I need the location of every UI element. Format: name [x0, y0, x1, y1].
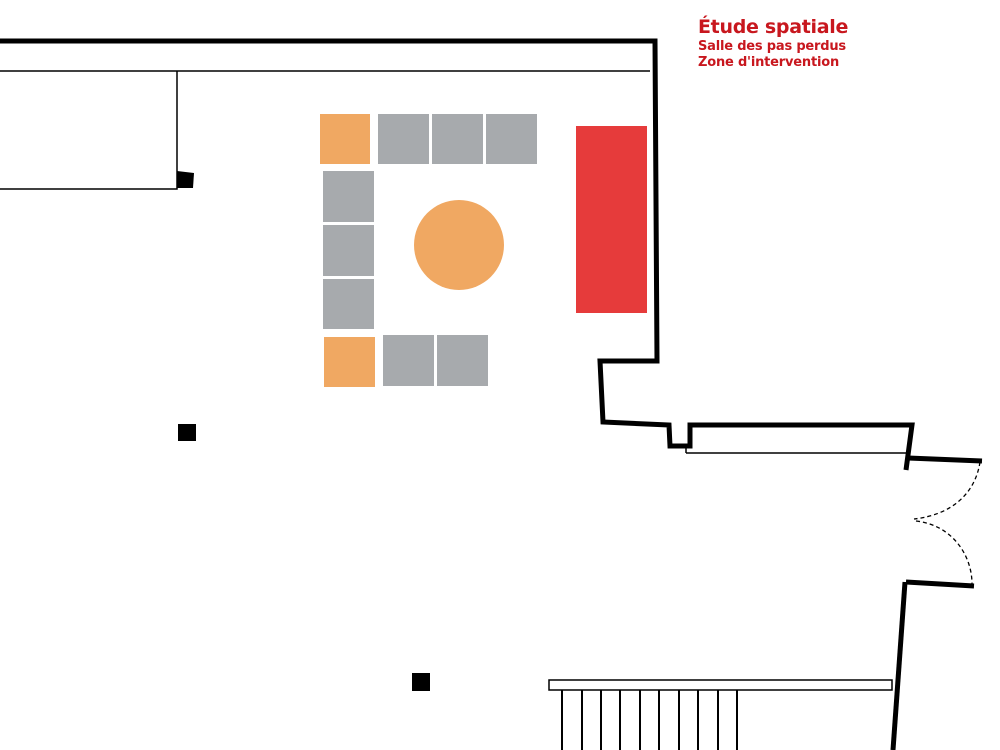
wall-stub-right-top	[907, 455, 983, 464]
plan-title: Étude spatiale	[698, 16, 849, 38]
title-block: Étude spatiale Salle des pas perdus Zone…	[698, 16, 848, 71]
door-swing-upper	[913, 461, 981, 520]
seat-grey-bottom-2	[437, 335, 488, 386]
seat-grey-top-1	[378, 114, 429, 164]
door-swings	[913, 461, 981, 585]
pillars	[177, 171, 430, 691]
wall-stub-right-bottom	[905, 579, 975, 589]
outer-walls	[0, 38, 983, 750]
stair-steps	[561, 690, 738, 750]
plan-subtitle-zone: Zone d'intervention	[698, 55, 839, 70]
intervention-zone	[576, 126, 647, 313]
seat-orange-top	[320, 114, 370, 164]
door-swing-lower	[915, 520, 973, 585]
plan-subtitle-room: Salle des pas perdus	[698, 39, 846, 54]
wall-top-and-right	[0, 38, 915, 471]
seat-grey-top-3	[486, 114, 537, 164]
seat-orange-bottom	[324, 337, 375, 387]
round-table	[414, 200, 504, 290]
interior-lines	[0, 70, 908, 454]
seat-grey-left-1	[323, 171, 374, 222]
furniture	[320, 114, 647, 387]
seat-grey-top-2	[432, 114, 483, 164]
wall-right-lower	[890, 581, 908, 750]
seat-grey-bottom-1	[383, 335, 434, 386]
stair-landing	[548, 679, 893, 691]
seat-grey-left-3	[323, 279, 374, 329]
pillar-2	[178, 424, 196, 441]
seat-grey-left-2	[323, 225, 374, 276]
pillar-1	[177, 171, 194, 188]
partition-left	[0, 71, 178, 190]
pillar-3	[412, 673, 430, 691]
staircase	[548, 679, 893, 750]
